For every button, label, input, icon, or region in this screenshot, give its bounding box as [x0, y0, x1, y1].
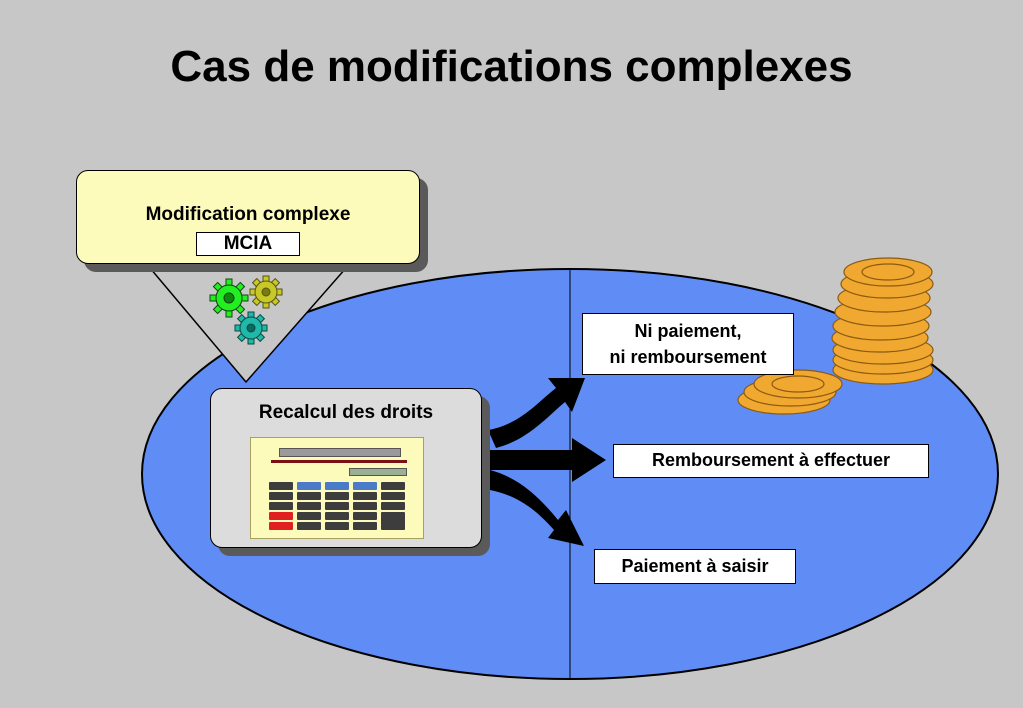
calculator-icon — [250, 437, 424, 539]
gear-icon — [209, 278, 249, 318]
no-payment-line1: Ni paiement, — [634, 321, 742, 341]
arrow-icon — [488, 378, 606, 546]
page-title: Cas de modifications complexes — [170, 42, 853, 91]
no-payment-line2: ni remboursement — [609, 347, 767, 367]
calculator-solar-panel — [349, 468, 407, 476]
no-payment-box: Ni paiement, ni remboursement — [582, 313, 794, 375]
payment-box: Paiement à saisir — [594, 549, 796, 584]
gear-icon — [249, 275, 283, 309]
calculator-display — [279, 448, 401, 457]
gear-icon — [234, 311, 268, 345]
refund-box: Remboursement à effectuer — [613, 444, 929, 478]
coins-icon — [737, 257, 934, 415]
modification-label: Modification complexe — [145, 204, 351, 225]
mcia-code-box: MCIA — [196, 232, 300, 256]
calculator-bar — [271, 460, 407, 463]
recalcul-label: Recalcul des droits — [258, 402, 434, 423]
